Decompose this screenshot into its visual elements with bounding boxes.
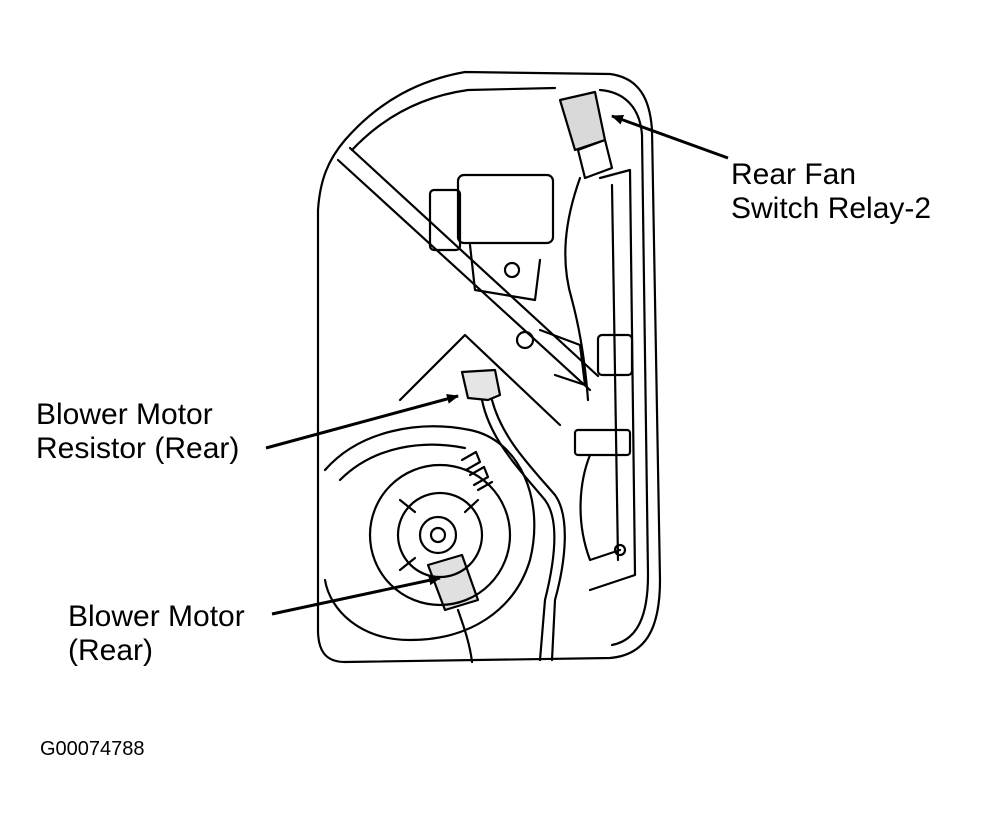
bracket-bolt (515, 330, 535, 350)
resistor-callout-line2: Resistor (Rear) (36, 432, 240, 465)
relay-leader-arrow (611, 114, 729, 160)
resistor-callout-line1: Blower Motor (36, 398, 213, 431)
relay-connector (576, 138, 614, 180)
relay-harness (564, 176, 590, 402)
harness-terminal (613, 543, 627, 557)
diagonal-panel-edge-2 (348, 146, 600, 378)
motor-callout-line1: Blower Motor (68, 600, 245, 633)
housing-outline (316, 70, 662, 664)
blower-motor-shaft-ring (418, 515, 458, 555)
resistor-callout-label: Blower Motor Resistor (Rear) (36, 398, 239, 466)
blower-motor-shaft (429, 526, 447, 544)
figure-id: G00074788 (40, 738, 145, 760)
relay-callout-label: Rear Fan Switch Relay-2 (731, 158, 931, 226)
housing-right-rail (598, 88, 650, 647)
blower-spring (460, 450, 494, 492)
duct-clip (596, 333, 634, 377)
blower-scroll-outer (323, 425, 536, 642)
actuator-bracket (468, 243, 542, 302)
housing-inner-edge (350, 86, 557, 152)
blower-motor-rib (398, 498, 480, 572)
relay-callout-line1: Rear Fan (731, 158, 857, 191)
resistor-leader-arrow (265, 394, 459, 450)
resistor-body (460, 368, 502, 402)
motor-callout-label: Blower Motor (Rear) (68, 600, 245, 668)
blower-motor-ring (368, 463, 512, 607)
blower-scroll-inner (338, 443, 467, 482)
motor-callout-line2: (Rear) (68, 634, 154, 667)
blower-motor-wire (456, 608, 474, 664)
resistor-wire-2 (490, 398, 566, 662)
leader-lines (265, 114, 729, 616)
actuator-linkage (538, 328, 587, 387)
actuator-motor-body (456, 173, 555, 245)
right-duct-inner (610, 183, 620, 562)
actuator-motor-end (428, 188, 462, 252)
blower-motor-connector (426, 553, 480, 612)
housing-drawing (316, 70, 662, 664)
diagonal-panel-edge (336, 158, 592, 392)
motor-leader-arrow (271, 575, 441, 616)
relay-callout-line2: Switch Relay-2 (731, 192, 932, 225)
harness-clamp (573, 428, 632, 457)
lower-harness (579, 453, 622, 562)
actuator-screw (503, 261, 521, 279)
relay-body (558, 90, 607, 152)
panel-fold-line (398, 333, 562, 427)
resistor-wire (480, 398, 556, 662)
